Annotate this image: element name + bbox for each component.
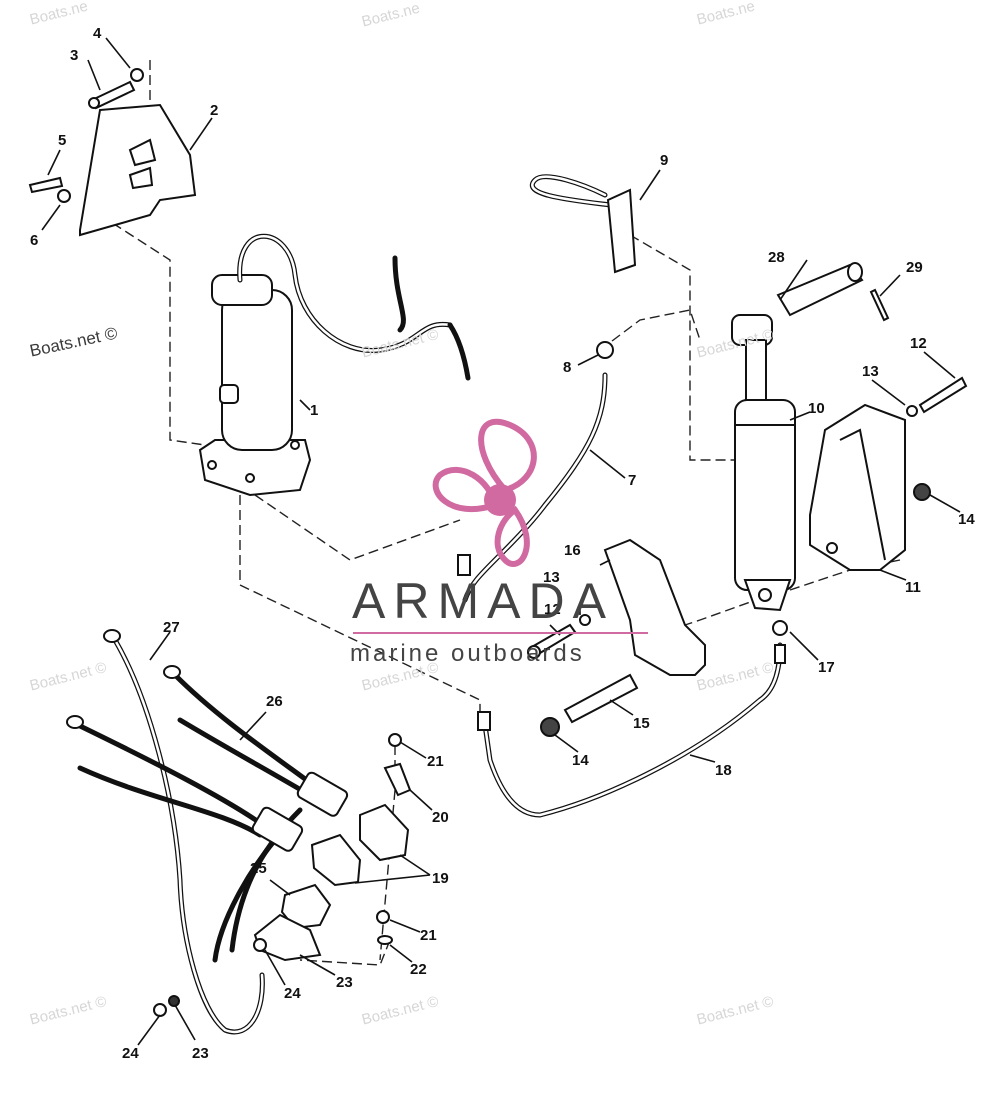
callout-17: 17 (818, 659, 835, 676)
callout-27: 27 (163, 619, 180, 636)
callout-18: 18 (715, 762, 732, 779)
bracket-part-11 (809, 403, 906, 571)
hydraulic-line-part-7 (457, 341, 614, 603)
bolt-part-5 (28, 176, 64, 194)
sender-part-9 (529, 174, 637, 274)
callout-26: 26 (266, 693, 283, 710)
nut-part-4 (130, 68, 144, 82)
callout-9: 9 (660, 152, 668, 169)
fitting-part-17 (772, 620, 788, 636)
callout-22: 22 (410, 961, 427, 978)
harness-part-26 (66, 665, 349, 963)
callout-14-center: 14 (572, 752, 589, 769)
callout-1: 1 (310, 402, 318, 419)
callout-labels: 1 2 3 4 5 6 7 8 9 10 11 12 12 13 13 14 1… (30, 25, 975, 1062)
callout-24-upper: 24 (284, 985, 301, 1002)
nut-part-24-lower (153, 1003, 167, 1017)
callout-13-right: 13 (862, 363, 879, 380)
callout-29: 29 (906, 259, 923, 276)
callout-23-upper: 23 (336, 974, 353, 991)
callout-12-right: 12 (910, 335, 927, 352)
callout-10: 10 (808, 400, 825, 417)
relay-part-25 (253, 883, 332, 962)
callout-13-center: 13 (543, 569, 560, 586)
armada-propeller-logo (432, 418, 537, 567)
washer-part-13-right (906, 405, 918, 417)
bracket-part-16 (603, 538, 706, 676)
pin-part-15 (563, 673, 639, 724)
pin-part-28 (776, 262, 864, 317)
callout-5: 5 (58, 132, 66, 149)
pump-motor-part-1 (198, 274, 312, 497)
logo-wordmark: ARMADA (352, 573, 614, 629)
callout-3: 3 (70, 47, 78, 64)
callout-21-lower: 21 (420, 927, 437, 944)
callout-14-right: 14 (958, 511, 975, 528)
callout-16: 16 (564, 542, 581, 559)
bracket-part-2 (79, 103, 197, 237)
callout-28: 28 (768, 249, 785, 266)
callout-19: 19 (432, 870, 449, 887)
callout-23-lower: 23 (192, 1045, 209, 1062)
hydraulic-line-part-18 (477, 642, 786, 818)
callout-21-upper: 21 (427, 753, 444, 770)
nut-part-6 (57, 189, 71, 203)
relay-part-19-a (359, 803, 410, 862)
bracket-part-20 (383, 733, 412, 797)
washer-part-13-center (579, 614, 591, 626)
washer-part-22 (377, 935, 393, 945)
callout-11: 11 (905, 579, 921, 596)
callout-6: 6 (30, 232, 38, 249)
harness-part-27 (103, 629, 265, 1035)
nut-part-14-center (540, 717, 560, 737)
callout-4: 4 (93, 25, 102, 42)
callout-2: 2 (210, 102, 218, 119)
callout-8: 8 (563, 359, 571, 376)
nut-part-14-right (913, 483, 931, 501)
washer-part-23-lower (168, 995, 180, 1007)
logo-tagline: marine outboards (350, 640, 585, 667)
callout-24-lower: 24 (122, 1045, 139, 1062)
bolt-part-12-right (918, 376, 968, 414)
callout-25: 25 (250, 860, 267, 877)
pump-hose (237, 233, 471, 381)
screw-part-21 (376, 910, 390, 924)
callout-12-center: 12 (544, 601, 561, 618)
relay-part-19-b (310, 833, 362, 887)
pin-part-29 (869, 288, 890, 322)
cylinder-part-10 (731, 314, 796, 612)
nut-part-24-upper (253, 938, 267, 952)
callout-7: 7 (628, 472, 636, 489)
bolt-part-3 (88, 80, 136, 110)
callout-20: 20 (432, 809, 449, 826)
callout-15: 15 (633, 715, 650, 732)
